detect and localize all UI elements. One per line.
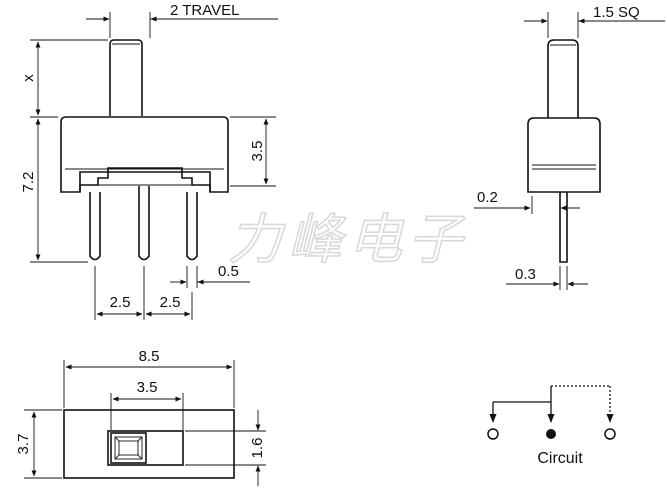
top-view: 8.5 3.5 3.7 1.6 <box>15 348 266 486</box>
pitch-left-label: 2.5 <box>110 294 131 311</box>
pin-right <box>186 192 198 261</box>
front-actuator <box>109 39 143 116</box>
pin-offset-label: 0.2 <box>477 189 498 206</box>
front-base <box>79 167 211 192</box>
width-label: 3.7 <box>15 434 32 455</box>
terminal-left <box>487 428 499 440</box>
actuator-size-label: 1.5 SQ <box>593 4 640 21</box>
travel-label: 2 TRAVEL <box>170 2 239 19</box>
front-housing <box>60 116 229 193</box>
body-height-label: 7.2 <box>20 172 37 193</box>
pin-thickness-label: 0.3 <box>515 266 536 283</box>
housing-height-label: 3.5 <box>249 141 266 162</box>
pin-middle <box>138 186 150 261</box>
circuit-diagram: Circuit <box>487 385 616 467</box>
pin-left <box>89 192 101 261</box>
actuator-height-label: x <box>20 74 37 82</box>
side-housing <box>527 117 601 193</box>
front-view: 2 TRAVEL x 7.2 3.5 0.5 2.5 2.5 <box>20 2 278 320</box>
side-view: 1.5 SQ 0.2 0.3 <box>474 4 665 290</box>
circuit-label: Circuit <box>537 450 583 467</box>
slot-label: 3.5 <box>137 379 158 396</box>
pitch-right-label: 2.5 <box>160 294 181 311</box>
side-pin <box>559 192 568 263</box>
watermark: 力峰电子 <box>228 208 468 271</box>
top-housing <box>63 409 235 479</box>
terminal-right <box>604 428 616 440</box>
pin-width-label: 0.5 <box>218 263 239 280</box>
top-slot <box>107 430 184 466</box>
terminal-common <box>546 429 556 439</box>
side-actuator <box>547 39 579 118</box>
top-knob <box>110 432 147 464</box>
knob-label: 1.6 <box>249 438 266 459</box>
length-label: 8.5 <box>139 348 160 365</box>
